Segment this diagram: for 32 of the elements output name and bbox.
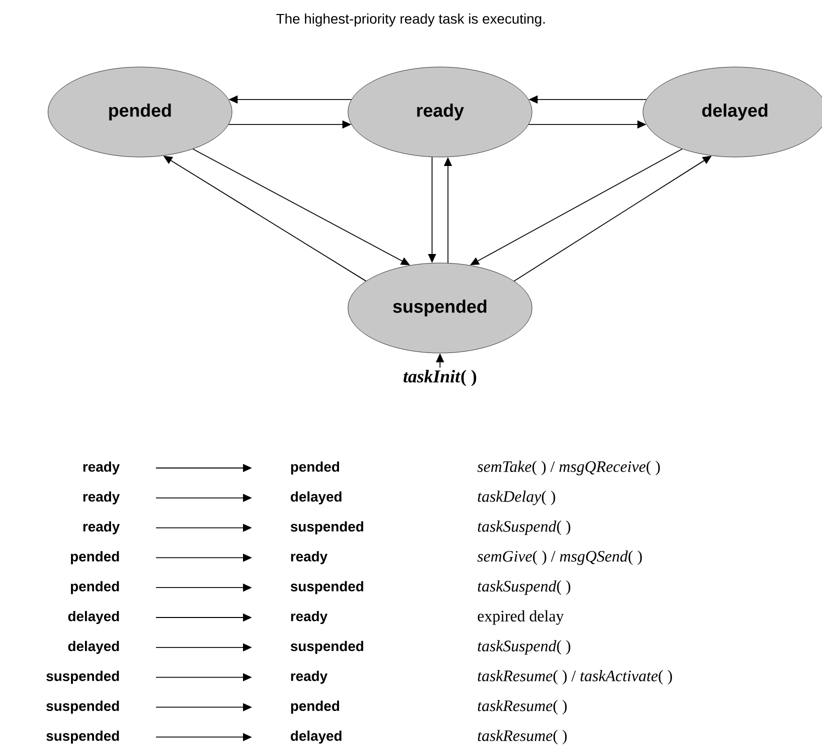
state-name: suspended <box>46 700 119 714</box>
trigger-label: taskDelay( ) <box>478 490 556 506</box>
state-name: suspended <box>46 730 119 744</box>
trigger-label: taskSuspend( ) <box>478 640 570 655</box>
state-name: ready <box>83 521 120 534</box>
state-name: pended <box>70 551 119 564</box>
state-name: delayed <box>290 730 342 744</box>
state-name: pended <box>70 581 119 594</box>
state-name: suspended <box>290 581 364 594</box>
trigger-label: taskResume( ) / taskActivate( ) <box>478 670 672 685</box>
state-name: delayed <box>68 640 119 654</box>
trigger-label: taskSuspend( ) <box>478 580 570 595</box>
state-name: ready <box>83 491 120 504</box>
state-name: suspended <box>46 670 119 684</box>
state-name: suspended <box>290 640 364 654</box>
trigger-label: semTake( ) / msgQReceive( ) <box>477 460 660 476</box>
trigger-label: taskResume( ) <box>478 700 567 714</box>
trigger-label: taskResume( ) <box>478 730 567 744</box>
state-name: ready <box>291 551 328 564</box>
state-name: ready <box>83 461 120 475</box>
state-name: delayed <box>68 610 119 624</box>
state-name: ready <box>291 610 328 624</box>
function-label: taskInit( ) <box>404 370 476 386</box>
trigger-label: expired delay <box>478 610 564 625</box>
trigger-label: semGive( ) / msgQSend( ) <box>477 550 642 565</box>
state-name: delayed <box>290 491 342 504</box>
state-name: ready <box>291 670 328 684</box>
trigger-label: taskSuspend( ) <box>478 520 570 536</box>
state-name: pended <box>291 461 340 475</box>
title: The highest-priority ready task is executing. <box>276 13 545 27</box>
state-name: suspended <box>290 521 364 534</box>
state-name: pended <box>291 700 340 714</box>
